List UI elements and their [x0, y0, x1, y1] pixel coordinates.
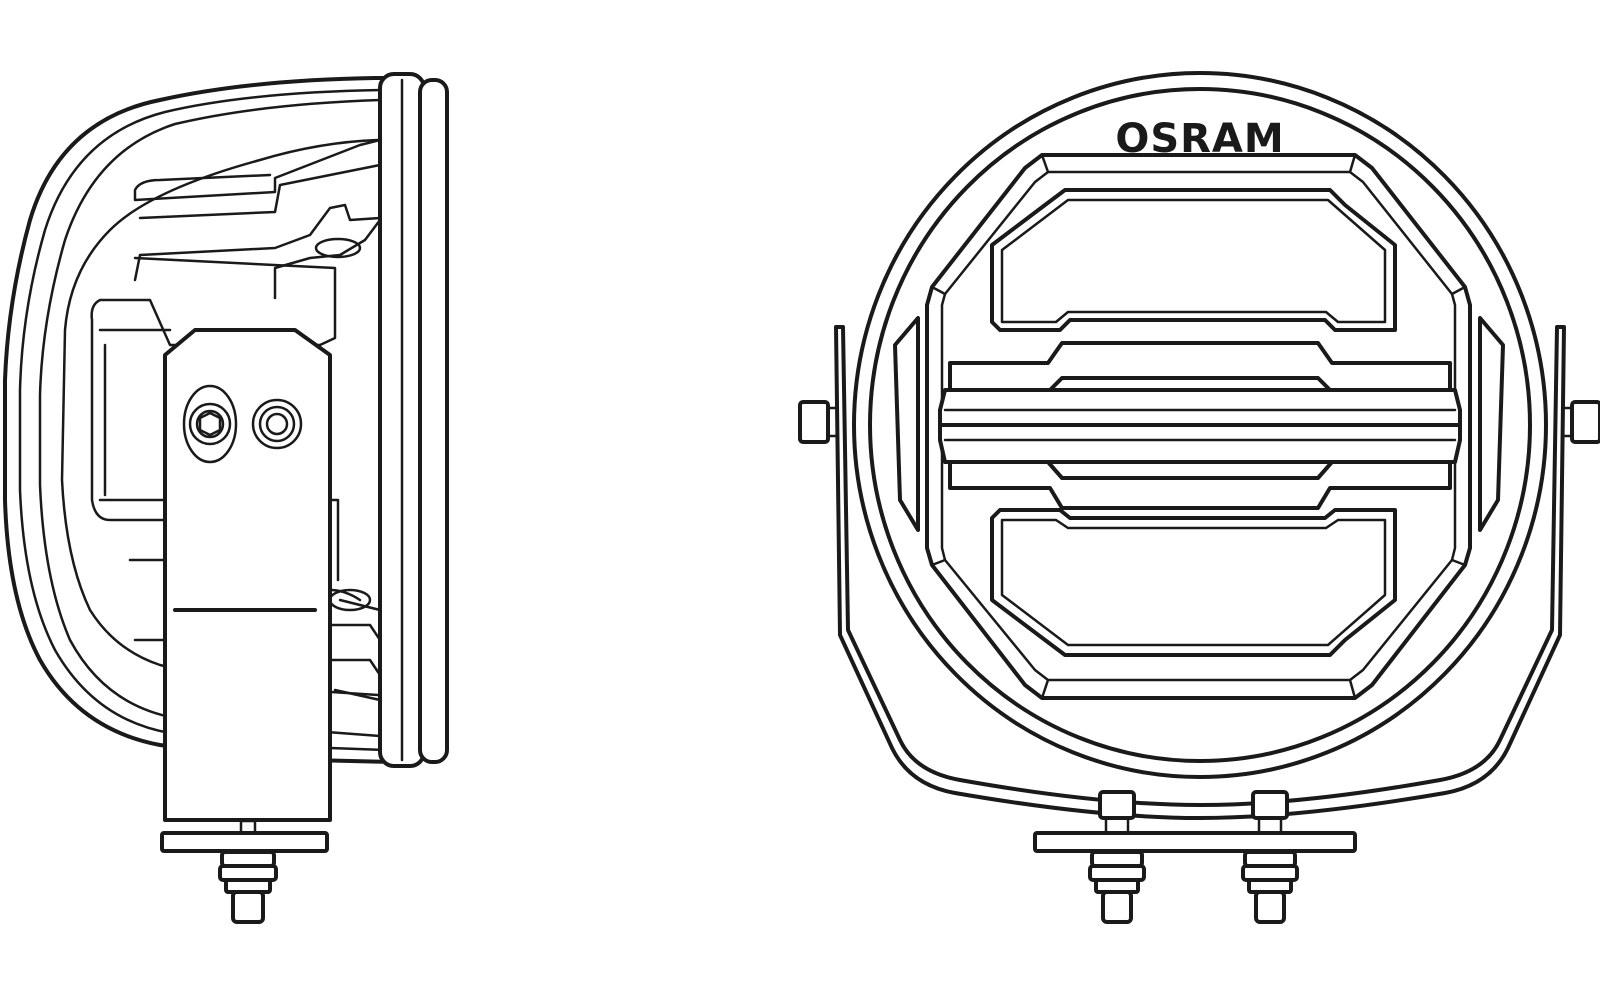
front-mount-plate — [1033, 831, 1357, 853]
side-fin-2 — [138, 163, 382, 220]
side-front-lens — [418, 78, 449, 764]
side-bolt-right — [251, 398, 303, 450]
side-fin-3 — [133, 203, 382, 282]
front-inner-ring — [868, 87, 1532, 763]
front-center-bar-lower — [948, 460, 1452, 510]
side-fin-4 — [273, 218, 382, 300]
side-fin-1 — [133, 138, 382, 202]
side-oval-bottom — [328, 588, 372, 612]
side-oval-top — [314, 237, 362, 259]
side-block-mid — [98, 328, 172, 502]
front-stud-left — [1088, 790, 1146, 924]
side-lower-parts — [128, 498, 382, 702]
front-side-lens-left — [893, 316, 920, 532]
front-stud-right — [1241, 790, 1299, 924]
front-knob-right — [1570, 400, 1600, 444]
lamp-front-view: OSRAM — [798, 71, 1600, 924]
side-housing-inner-3 — [60, 138, 380, 697]
side-block-upper — [90, 256, 337, 522]
front-lower-window-inner — [1000, 518, 1387, 647]
front-side-lens-right — [1478, 316, 1505, 532]
front-upper-window — [990, 188, 1397, 332]
front-upper-window-inner — [1000, 198, 1387, 324]
front-frame-bevels — [930, 153, 1467, 700]
side-mount-plate — [160, 831, 329, 853]
front-bracket-outer — [834, 325, 1566, 820]
front-knob-left — [798, 400, 830, 444]
side-housing-outer — [3, 76, 397, 764]
side-bolt-left — [182, 384, 238, 464]
front-lower-window — [990, 508, 1397, 657]
side-stud — [218, 819, 278, 924]
lamp-side-view — [3, 72, 449, 924]
side-bracket — [163, 328, 332, 822]
